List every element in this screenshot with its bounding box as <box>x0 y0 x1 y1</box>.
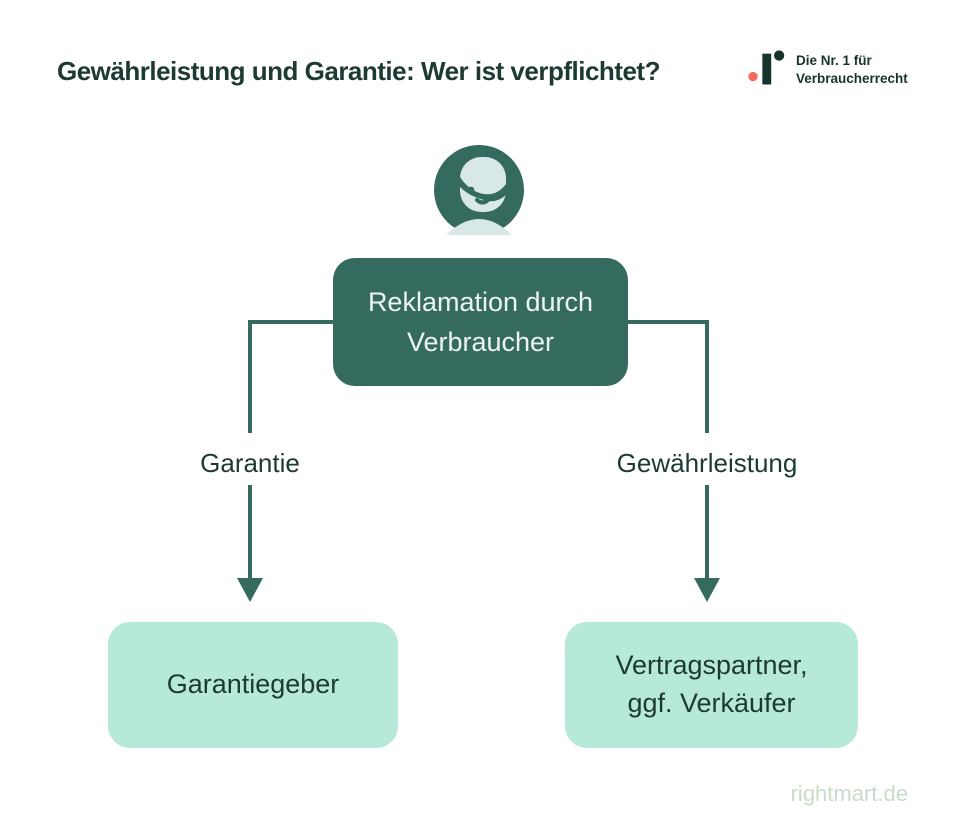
page-title: Gewährleistung und Garantie: Wer ist ver… <box>57 56 660 86</box>
branch-label-gewaehrleistung: Gewährleistung <box>612 446 802 481</box>
connector-vertical-right-upper <box>705 320 709 433</box>
rightmart-logo: Die Nr. 1 für Verbraucherrecht <box>746 49 908 96</box>
logo-tagline-line2: Verbraucherrecht <box>796 70 908 86</box>
connector-vertical-left-upper <box>248 320 252 433</box>
result-box-vertragspartner: Vertragspartner, ggf. Verkäufer <box>565 622 858 748</box>
result-box-garantiegeber-text: Garantiegeber <box>166 669 340 700</box>
consumer-complaint-box: Reklamation durch Verbraucher <box>333 258 628 386</box>
connector-horizontal-left <box>248 320 333 324</box>
connector-vertical-right-lower <box>705 485 709 578</box>
consumer-complaint-line1: Reklamation durch <box>367 286 594 317</box>
result-box-vertragspartner-line2: ggf. Verkäufer <box>627 688 796 718</box>
branch-label-garantie: Garantie <box>196 446 304 481</box>
rightmart-logo-icon <box>746 49 788 96</box>
person-avatar-icon <box>434 145 524 235</box>
result-box-garantiegeber: Garantiegeber <box>108 622 398 748</box>
logo-tagline: Die Nr. 1 für Verbraucherrecht <box>796 49 908 87</box>
connector-horizontal-right <box>628 320 709 324</box>
connector-vertical-left-lower <box>248 485 252 578</box>
arrowhead-down-right-icon <box>694 578 720 602</box>
consumer-complaint-line2: Verbraucher <box>406 327 555 357</box>
arrowhead-down-left-icon <box>237 578 263 602</box>
logo-tagline-line1: Die Nr. 1 für <box>796 53 872 68</box>
website-url: rightmart.de <box>790 781 908 806</box>
result-box-vertragspartner-line1: Vertragspartner, <box>615 650 808 681</box>
